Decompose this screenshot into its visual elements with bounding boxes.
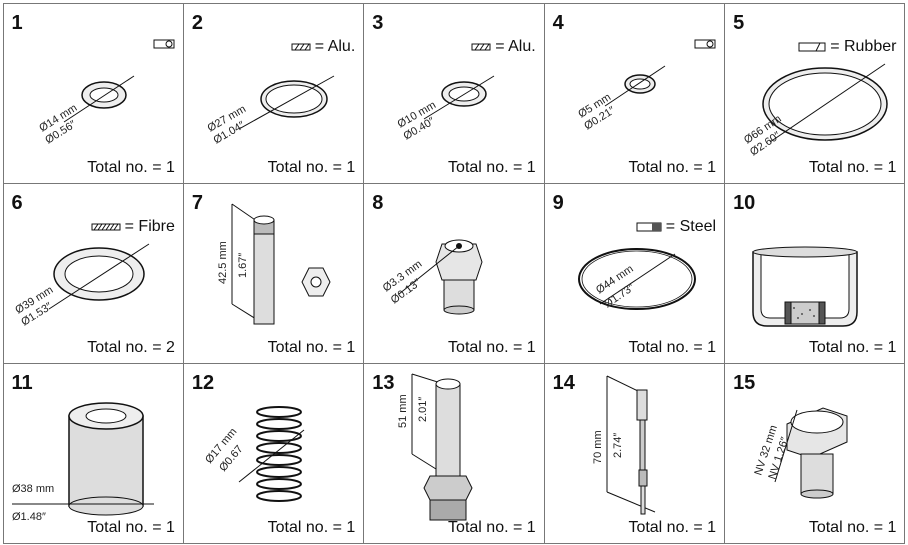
svg-text:51 mm: 51 mm — [397, 394, 409, 428]
dimension-mm: Ø38 mm — [12, 483, 54, 495]
hatched-section-icon — [291, 43, 311, 50]
part-cell-6: 6 = Fibre Ø39 mm Ø1.53″ Total no. = 2 — [2, 182, 184, 364]
part-cell-2: 2 = Alu. Ø27 mm Ø1.04″ Total no. = 1 — [182, 2, 365, 184]
armature-tube-drawing: 51 mm 2.01″ — [397, 373, 473, 520]
dimension-inch: 2.01″ — [417, 396, 429, 421]
material-legend — [153, 38, 175, 50]
part-number: 12 — [191, 371, 215, 394]
part-number: 9 — [552, 191, 564, 214]
material-label: = Steel — [665, 217, 717, 235]
fitting-drawing: NV 32 mm NV 1.26″ — [753, 406, 848, 498]
material-legend: = Steel — [636, 218, 716, 236]
part-cell-10: 10 Total no. = 1 — [724, 182, 906, 364]
steel-ring-drawing: Ø44 mm Ø1.73″ — [577, 247, 696, 310]
total-count: Total no. = 1 — [808, 518, 897, 536]
total-count: Total no. = 1 — [448, 158, 536, 176]
total-count: Total no. = 1 — [87, 518, 175, 536]
total-count: Total no. = 1 — [628, 518, 717, 536]
part-number: 15 — [733, 371, 756, 394]
part-cell-3: 3 = Alu. Ø10 mm Ø0.40″ Total no. = 1 — [363, 2, 545, 184]
total-count: Total no. = 2 — [87, 338, 175, 356]
material-label: = Rubber — [830, 37, 897, 55]
svg-text:70 mm: 70 mm — [592, 430, 604, 464]
cylinder-insert-drawing: Ø38 mm Ø1.48″ — [11, 401, 154, 523]
dimension-inch: 1.67″ — [237, 252, 249, 277]
part-cell-4: 4 Ø5 mm Ø0.21″ Total no. = 1 — [543, 2, 726, 184]
material-label: = Alu. — [314, 37, 356, 55]
part-number: 7 — [191, 191, 204, 214]
part-cell-1: 1 Ø14 mm Ø0.56″ Total no. = 1 — [2, 2, 184, 184]
svg-text:42.5 mm: 42.5 mm — [217, 241, 229, 284]
o-ring-drawing: Ø5 mm Ø0.21″ — [576, 65, 665, 132]
total-count: Total no. = 1 — [808, 338, 897, 356]
material-legend: = Rubber — [798, 38, 896, 56]
part-number: 11 — [11, 371, 33, 394]
solid-section-icon — [694, 39, 716, 48]
gasket-drawing: Ø10 mm Ø0.40″ — [396, 75, 495, 142]
part-number: 3 — [372, 11, 384, 34]
part-number: 2 — [191, 11, 204, 34]
total-count: Total no. = 1 — [267, 338, 356, 356]
part-cell-5: 5 = Rubber Ø66 mm Ø2.60″ Total no. = 1 — [724, 2, 906, 184]
part-cell-7: 7 42.5 mm 1.67″ Total no. = 1 — [182, 182, 365, 364]
part-cell-11: 11 Ø38 mm Ø1.48″ Total no. = 1 — [2, 362, 184, 544]
total-count: Total no. = 1 — [267, 158, 356, 176]
part-cell-8: 8 Ø3.3 mm Ø0.13″ Total no. = 1 — [363, 182, 545, 364]
material-legend — [694, 38, 716, 50]
part-cell-9: 9 = Steel Ø44 mm Ø1.73″ Total no. = 1 — [543, 182, 726, 364]
total-count: Total no. = 1 — [448, 338, 536, 356]
svg-text:Ø1.48″: Ø1.48″ — [12, 511, 46, 523]
svg-text:2.01″: 2.01″ — [417, 396, 429, 421]
fibre-gasket-drawing: Ø39 mm Ø1.53″ — [13, 243, 149, 328]
part-number: 5 — [733, 11, 745, 34]
hatched-section-icon — [471, 43, 491, 50]
material-label: = Alu. — [495, 37, 536, 55]
part-number: 1 — [11, 11, 23, 34]
spring-drawing: Ø17 mm Ø0.67 — [203, 405, 305, 502]
dimension-mm: 70 mm — [592, 430, 604, 464]
piston-cutaway-drawing — [752, 246, 858, 327]
total-count: Total no. = 1 — [808, 158, 897, 176]
total-count: Total no. = 1 — [448, 518, 536, 536]
fibre-section-icon — [91, 223, 121, 230]
pin-drawing: 70 mm 2.74″ — [592, 375, 655, 514]
part-cell-15: 15 NV 32 mm NV 1.26″ Total no. = 1 — [724, 362, 906, 544]
solid-section-icon — [153, 39, 175, 48]
material-legend: = Alu. — [471, 37, 536, 56]
gasket-drawing: Ø27 mm Ø1.04″ — [205, 75, 335, 146]
dimension-inch: Ø1.48″ — [12, 511, 46, 523]
svg-text:Ø38 mm: Ø38 mm — [12, 483, 54, 495]
dimension-inch: 2.74″ — [612, 432, 624, 457]
dimension-mm: 51 mm — [397, 394, 409, 428]
svg-text:2.74″: 2.74″ — [612, 432, 624, 457]
steel-section-icon — [636, 222, 662, 231]
part-number: 8 — [372, 191, 384, 214]
total-count: Total no. = 1 — [267, 518, 356, 536]
rubber-ring-drawing: Ø66 mm Ø2.60″ — [742, 63, 888, 158]
dimension-mm: 42.5 mm — [217, 241, 229, 284]
material-legend: = Fibre — [91, 218, 175, 236]
part-number: 13 — [372, 371, 395, 394]
total-count: Total no. = 1 — [87, 158, 175, 176]
part-number: 6 — [11, 191, 23, 214]
hex-spacer-drawing: 42.5 mm 1.67″ — [217, 203, 331, 324]
part-number: 10 — [733, 191, 756, 214]
svg-text:1.67″: 1.67″ — [237, 252, 249, 277]
nozzle-drawing: Ø3.3 mm Ø0.13″ — [381, 239, 483, 314]
total-count: Total no. = 1 — [628, 338, 717, 356]
material-label: = Fibre — [124, 217, 175, 235]
total-count: Total no. = 1 — [628, 158, 717, 176]
part-cell-13: 13 51 mm 2.01″ Total no. = 1 — [363, 362, 545, 544]
o-ring-drawing: Ø14 mm Ø0.56″ — [37, 75, 134, 146]
part-cell-12: 12 Ø17 mm Ø0.67 Total no. = 1 — [182, 362, 365, 544]
rubber-section-icon — [798, 42, 826, 51]
part-cell-14: 14 70 mm 2.74″ Total no. = 1 — [543, 362, 726, 544]
part-number: 14 — [552, 371, 575, 394]
material-legend: = Alu. — [291, 38, 355, 56]
part-number: 4 — [552, 11, 564, 34]
